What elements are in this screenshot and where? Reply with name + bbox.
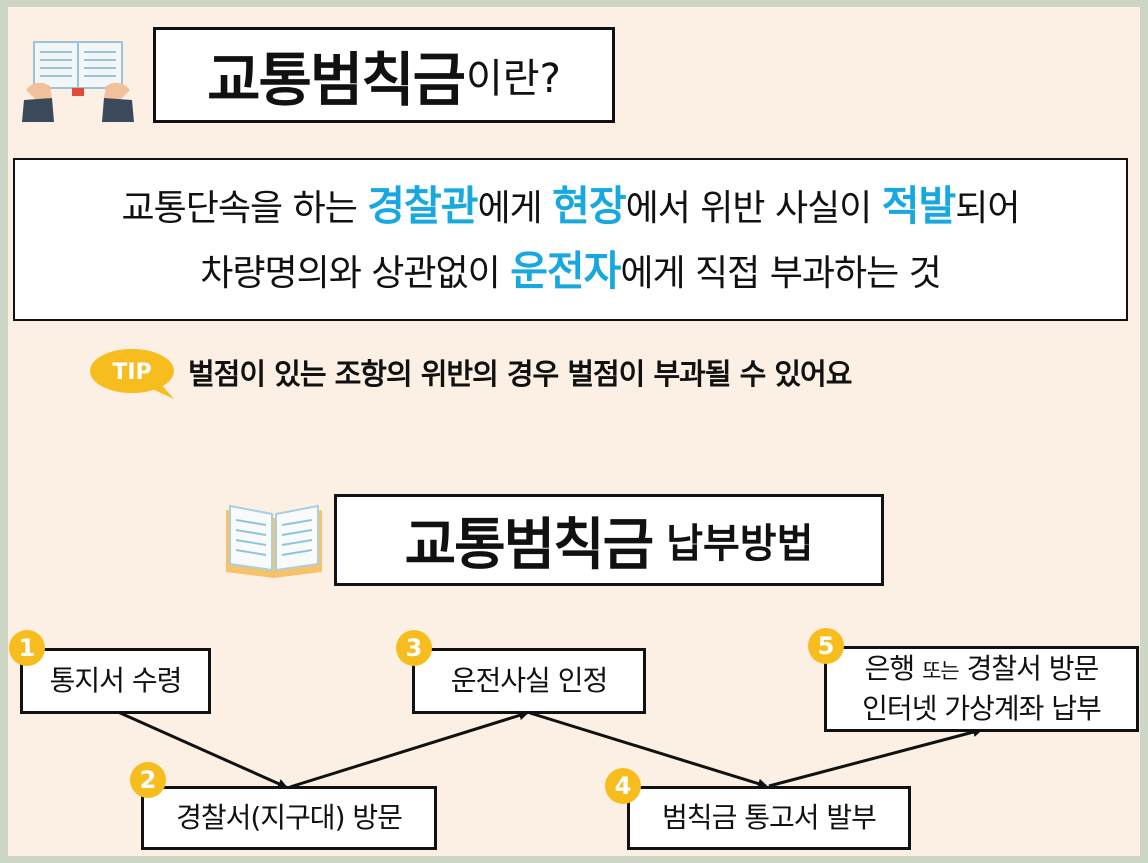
step-box-4: 범칙금 통고서 발부 [627, 786, 911, 850]
title-suffix: 이란? [465, 56, 561, 102]
step-5-line-1: 은행 또는 경찰서 방문 [864, 650, 1100, 690]
step-box-2: 경찰서(지구대) 방문 [141, 786, 437, 850]
arrow-4-to-5 [768, 727, 983, 788]
open-book-icon [226, 504, 322, 578]
arrow-1-to-2 [117, 710, 288, 789]
arrow-2-to-3 [289, 710, 529, 789]
tip-badge: TIP [112, 360, 151, 385]
highlight-text: 운전자 [510, 246, 621, 295]
definition-line-1: 교통단속을 하는 경찰관에게 현장에서 위반 사실이 적발되어 [121, 175, 1021, 240]
section-title-what-is: 교통범칙금 이란? [153, 27, 615, 123]
open-book-hands-icon [22, 41, 134, 122]
step-number-2: 2 [130, 762, 166, 798]
definition-text: 에게 직접 부과하는 것 [620, 252, 941, 294]
step-number-4: 4 [605, 768, 641, 804]
title-main: 교통범칙금 [404, 512, 655, 578]
title-suffix: 납부방법 [666, 521, 814, 567]
step-box-3: 운전사실 인정 [412, 648, 646, 714]
highlight-text: 현장 [552, 181, 626, 230]
step-label: 범칙금 통고서 발부 [662, 801, 877, 834]
step-text: 은행 [864, 652, 923, 685]
highlight-text: 경찰관 [367, 181, 478, 230]
definition-text: 교통단속을 하는 [121, 187, 368, 229]
section-title-payment: 교통범칙금 납부방법 [334, 494, 884, 586]
definition-box: 교통단속을 하는 경찰관에게 현장에서 위반 사실이 적발되어 차량명의와 상관… [13, 158, 1128, 321]
step-number-3: 3 [396, 630, 432, 666]
highlight-text: 적발 [881, 181, 956, 230]
step-label: 통지서 수령 [49, 664, 183, 697]
step-text: 경찰서 방문 [958, 652, 1100, 685]
definition-text: 에게 [477, 187, 553, 229]
step-box-1: 통지서 수령 [20, 648, 211, 714]
title-main: 교통범칙금 [207, 46, 466, 114]
definition-text: 되어 [955, 187, 1020, 229]
step-label: 경찰서(지구대) 방문 [176, 801, 403, 834]
step-text-small: 또는 [922, 659, 960, 683]
step-number-5: 5 [808, 628, 844, 664]
tip-text: 벌점이 있는 조항의 위반의 경우 벌점이 부과될 수 있어요 [188, 357, 852, 391]
definition-text: 에서 위반 사실이 [625, 187, 882, 229]
arrow-3-to-4 [529, 711, 768, 789]
step-box-5: 은행 또는 경찰서 방문 인터넷 가상계좌 납부 [824, 646, 1139, 732]
speech-bubble-icon: TIP [90, 349, 174, 399]
definition-text: 차량명의와 상관없이 [200, 252, 511, 294]
definition-line-2: 차량명의와 상관없이 운전자에게 직접 부과하는 것 [200, 240, 942, 305]
step-label: 운전사실 인정 [450, 664, 608, 697]
step-5-line-2: 인터넷 가상계좌 납부 [862, 692, 1102, 725]
step-number-1: 1 [9, 630, 45, 666]
